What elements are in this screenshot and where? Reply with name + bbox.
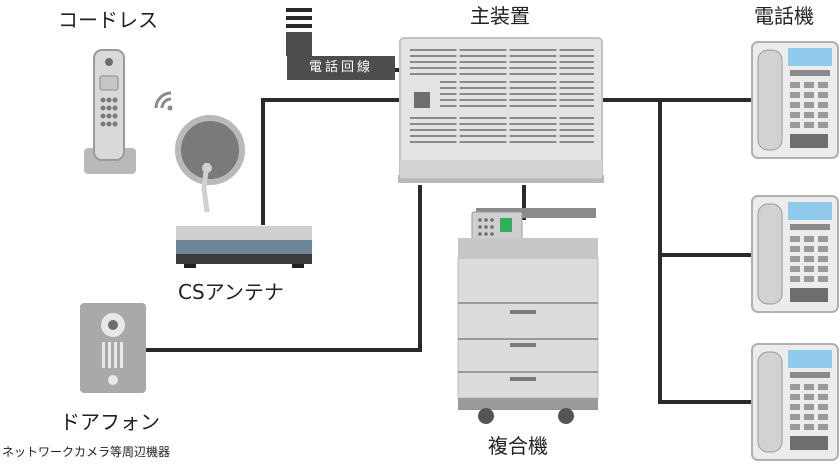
router-icon — [176, 226, 312, 268]
door-phone-label: ドアフォン — [60, 410, 160, 434]
phone-line-label: 電話回線 — [287, 56, 395, 80]
phone-line-icon — [286, 8, 312, 56]
phone2-line — [658, 100, 752, 257]
main-unit-label: 主装置 — [470, 4, 530, 28]
satellite-dish-icon — [175, 115, 245, 213]
phone3-line — [658, 255, 752, 404]
wifi-signal-icon — [154, 91, 173, 111]
telephones-label: 電話機 — [754, 4, 814, 28]
cs-antenna-line — [261, 98, 400, 225]
desk-phone-icon — [751, 343, 839, 461]
door-phone-line — [146, 185, 422, 352]
cordless-phone-icon — [84, 49, 136, 174]
door-phone-icon — [80, 303, 146, 393]
peripherals-label: ネットワークカメラ等周辺機器 — [2, 445, 171, 459]
connection-lines — [146, 50, 752, 404]
main-unit-icon — [398, 37, 604, 183]
cs-antenna-label: CSアンテナ — [178, 280, 284, 304]
desk-phone-icon — [751, 41, 839, 159]
multifunction-label: 複合機 — [488, 434, 548, 458]
multifunction-printer-icon — [457, 208, 599, 424]
cordless-label: コードレス — [58, 8, 158, 32]
desk-phone-icon — [751, 195, 839, 313]
